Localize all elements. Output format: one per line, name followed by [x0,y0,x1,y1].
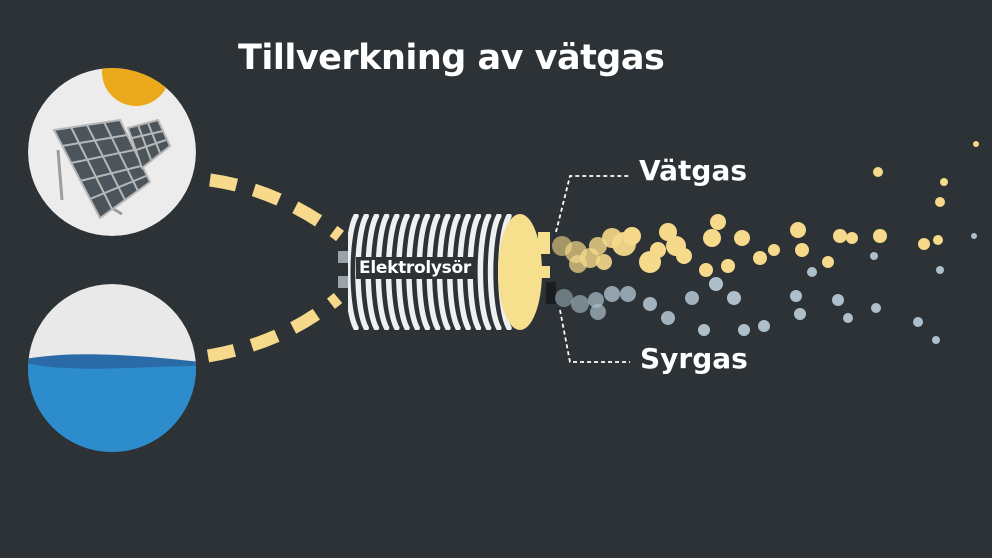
oxygen-bubble [807,267,817,277]
oxygen-bubble [932,336,940,344]
hydrogen-bubble [768,244,780,256]
hydrogen-bubble [873,167,883,177]
oxygen-bubble [590,304,606,320]
oxygen-bubble [588,292,604,308]
oxygen-bubble [620,286,636,302]
callout-lines [555,175,630,363]
hydrogen-label: Vätgas [639,154,748,187]
oxygen-bubble [871,303,881,313]
water-icon [28,284,196,452]
hydrogen-bubble [676,248,692,264]
hydrogen-bubble [790,222,806,238]
hydrogen-bubble [721,259,735,273]
oxygen-bubble [913,317,923,327]
oxygen-bubble [709,277,723,291]
oxygen-bubble [794,308,806,320]
hydrogen-bubble [589,237,607,255]
page-title: Tillverkning av vätgas [238,38,665,78]
hydrogen-bubble [703,229,721,247]
hydrogen-bubble [710,214,726,230]
hydrogen-bubble [833,229,847,243]
hydrogen-bubble [935,197,945,207]
electrolyser-label: Elektrolysör [356,257,474,279]
coil-ring [348,214,359,330]
oxygen-bubble [685,291,699,305]
sun-icon [102,68,170,106]
hydrogen-bubble [569,255,587,273]
hydrogen-bubble [873,229,887,243]
oxygen-bubble [832,294,844,306]
hydrogen-bubble [940,178,948,186]
oxygen-label: Syrgas [640,342,748,375]
hydrogen-bubbles [552,141,979,277]
hydrogen-bubble [623,227,641,245]
oxygen-bubble [661,311,675,325]
hydrogen-bubble [753,251,767,265]
oxygen-bubble [843,313,853,323]
oxygen-bubble [870,252,878,260]
oxygen-bubble [738,324,750,336]
coil-ring [477,214,492,330]
oxygen-bubble [698,324,710,336]
hydrogen-bubble [596,254,612,270]
hydrogen-bubble [918,238,930,250]
oxygen-bubble [790,290,802,302]
hydrogen-bubble [699,263,713,277]
oxygen-bubble [758,320,770,332]
oxygen-bubble [555,289,573,307]
oxygen-bubble [571,295,589,313]
hydrogen-bubble [659,223,677,241]
hydrogen-bubble [822,256,834,268]
hydrogen-bubble [795,243,809,257]
coil-ring [487,214,502,330]
hydrogen-bubble [933,235,943,245]
oxygen-bubble [727,291,741,305]
hydrogen-bubble [846,232,858,244]
connector-solar [209,173,344,242]
oxygen-bubble [936,266,944,274]
oxygen-bubble [643,297,657,311]
solar-panel-icon [28,68,196,236]
connector-water [206,293,343,363]
oxygen-bubble [971,233,977,239]
hydrogen-bubble [973,141,979,147]
oxygen-bubble [604,286,620,302]
hydrogen-bubble [650,242,666,258]
oxygen-bubbles [555,233,977,344]
hydrogen-bubble [734,230,750,246]
